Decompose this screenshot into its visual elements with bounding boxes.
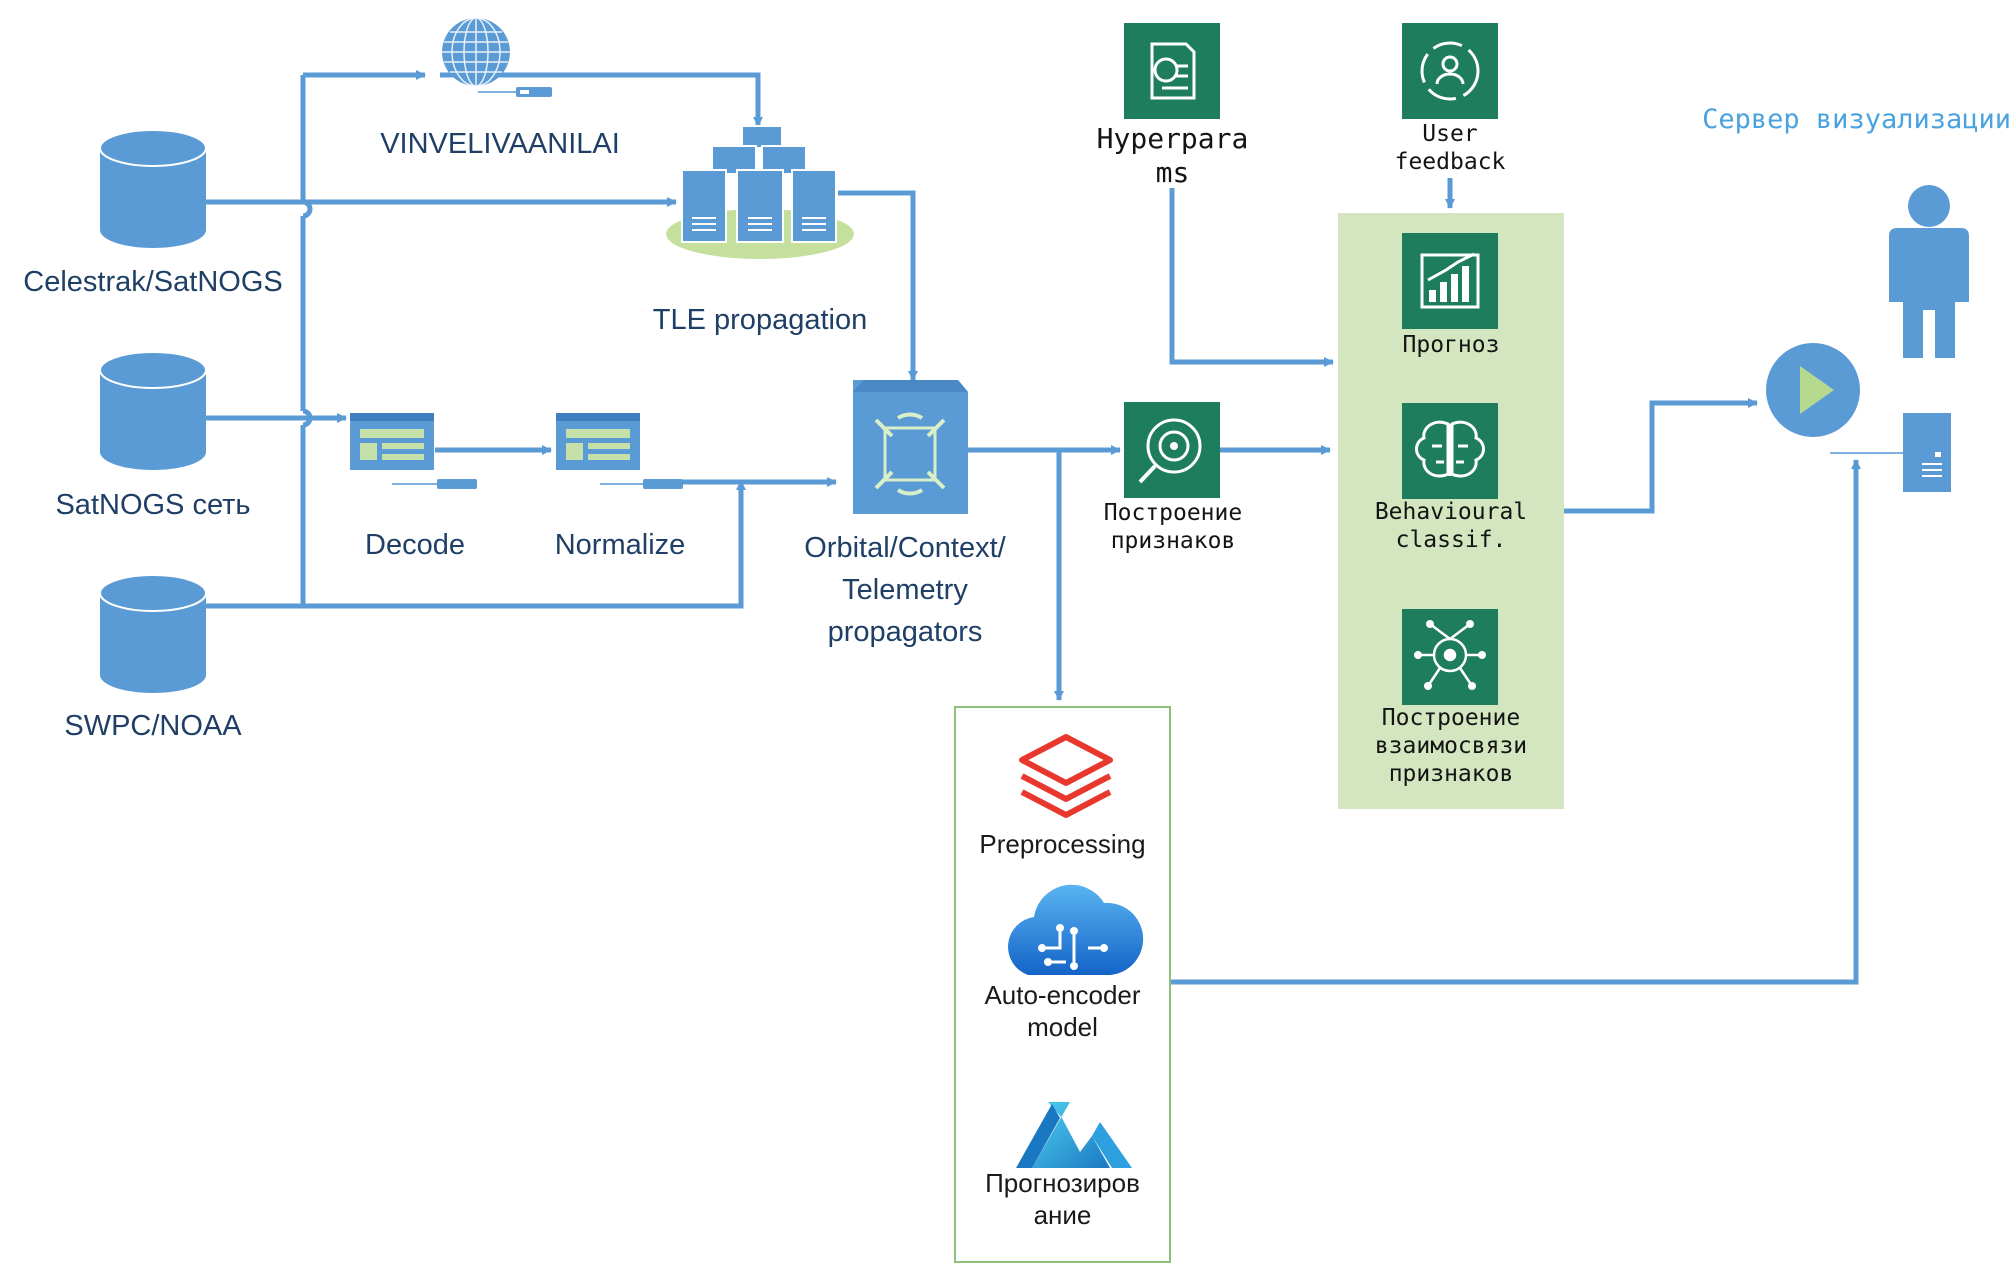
forecast-label: Прогноз bbox=[1402, 332, 1500, 358]
decode-label: Decode bbox=[365, 529, 465, 561]
features-label: Построение признаков bbox=[1103, 500, 1243, 555]
forecast-icon bbox=[1402, 233, 1498, 329]
database-icon-celestrak bbox=[99, 129, 207, 248]
preprocessing-stack-icon bbox=[1019, 734, 1113, 818]
auto-encoder-cloud-icon bbox=[1008, 884, 1144, 975]
hyperparams-icon bbox=[1124, 23, 1220, 119]
connector-swpc-to-normalize bbox=[303, 480, 746, 609]
user-feedback-label: User feedback bbox=[1394, 121, 1506, 176]
user-person-icon bbox=[1889, 185, 1969, 358]
source-label-swpc: SWPC/NOAA bbox=[64, 710, 242, 742]
forecasting-label: Прогнозиров ание bbox=[985, 1168, 1140, 1230]
connector-hyperparams-to-panel bbox=[1169, 188, 1334, 367]
source-label-satnogs: SatNOGS сеть bbox=[55, 489, 251, 521]
user-feedback-icon bbox=[1402, 23, 1498, 119]
feature-relations-label: Построение взаимосвязи признаков bbox=[1374, 705, 1528, 788]
normalize-label: Normalize bbox=[554, 529, 686, 561]
play-button-icon[interactable] bbox=[1766, 343, 1860, 437]
connectors bbox=[187, 70, 1861, 985]
behavioural-classifier-icon bbox=[1402, 403, 1498, 499]
visualization-server-icon bbox=[1830, 413, 1951, 492]
connector-panel-to-play bbox=[1562, 398, 1758, 514]
database-icon-satnogs bbox=[99, 351, 207, 470]
propagators-label: Orbital/Context/ Telemetry propagators bbox=[804, 532, 1006, 648]
tle-label: TLE propagation bbox=[652, 304, 868, 336]
visualization-title: Сервер визуализации bbox=[1702, 104, 2011, 135]
connector-tle-to-propagators bbox=[838, 190, 918, 381]
propagators-hub-icon bbox=[853, 380, 968, 514]
ml-flask-icon bbox=[1016, 1102, 1132, 1168]
normalize-window-icon bbox=[556, 413, 683, 489]
feature-engineering-icon bbox=[1124, 402, 1220, 498]
behavioural-label: Behavioural classif. bbox=[1374, 499, 1528, 554]
connector-globe-to-tle bbox=[440, 72, 763, 127]
auto-encoder-label: Auto-encoder model bbox=[984, 980, 1141, 1042]
decode-window-icon bbox=[350, 413, 477, 489]
globe-icon bbox=[442, 17, 552, 97]
connector-ml-to-server bbox=[1167, 459, 1861, 985]
hyperparams-label: Hyperpara ms bbox=[1096, 122, 1249, 190]
globe-label: VINVELIVAANILAI bbox=[380, 128, 620, 160]
feature-relations-icon bbox=[1402, 609, 1498, 705]
source-label-celestrak: Celestrak/SatNOGS bbox=[23, 266, 283, 298]
database-icon-swpc bbox=[99, 574, 207, 693]
server-farm-icon bbox=[666, 125, 854, 259]
preprocessing-label: Preprocessing bbox=[979, 829, 1146, 859]
